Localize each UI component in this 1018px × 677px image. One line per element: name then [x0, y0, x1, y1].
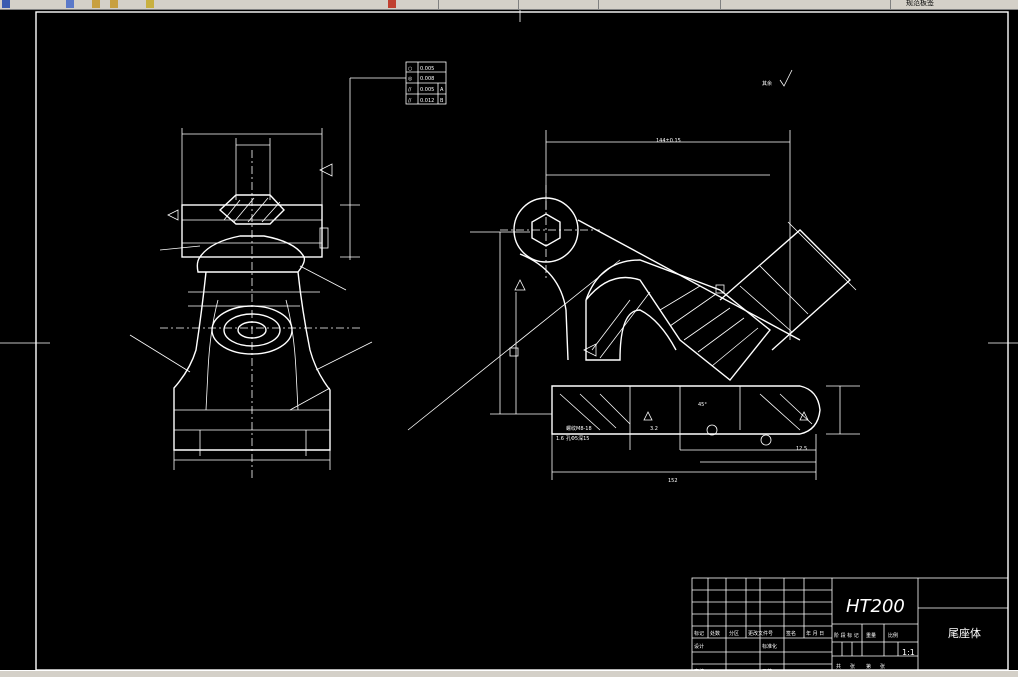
- surface-finish-symbol: [779, 69, 793, 87]
- hdr-change-doc: 更改文件号: [748, 630, 773, 637]
- layer-icon[interactable]: [388, 0, 396, 8]
- gdt-sym-3: //: [408, 98, 412, 104]
- hdr-zone: 分区: [729, 630, 739, 637]
- zoom-icon[interactable]: [146, 0, 154, 8]
- hdr-mark: 标记: [694, 630, 704, 637]
- sheet-unit-1: 张: [850, 663, 855, 670]
- toolbar-tab-label[interactable]: 规范板签: [906, 0, 934, 7]
- stage-weight: 重量: [866, 632, 876, 639]
- gdt-sym-1: ◎: [408, 76, 413, 82]
- gdt-val-0: 0.005: [420, 66, 434, 72]
- hdr-count: 处数: [710, 630, 720, 637]
- hole-note-2: 孔Φ5深15: [566, 435, 589, 442]
- stage-scale: 比例: [888, 632, 898, 639]
- angle-dim: 45°: [698, 402, 707, 408]
- save-icon[interactable]: [2, 0, 10, 8]
- drawing-border: [35, 11, 1009, 670]
- row-design: 设计: [694, 643, 704, 650]
- right-view: [407, 130, 860, 480]
- gdt-sym-0: ○: [408, 66, 412, 72]
- open-icon[interactable]: [66, 0, 74, 8]
- dim-top-length: 144±0.15: [656, 138, 681, 144]
- gdt-table: [405, 61, 447, 105]
- row-process: 工艺: [762, 669, 772, 670]
- surface-finish-note: 其余: [762, 80, 772, 87]
- stage-mark: 阶 段 标 记: [834, 632, 859, 639]
- gdt-val-1: 0.008: [420, 76, 434, 82]
- dim-bottom-length: 152: [668, 478, 678, 484]
- gdt-datum-2: A: [440, 87, 444, 93]
- gdt-val-3: 0.012: [420, 98, 434, 104]
- hole-note-1: 螺纹M8-18: [566, 425, 592, 432]
- hdr-sign: 签名: [786, 630, 796, 637]
- redo-icon[interactable]: [110, 0, 118, 8]
- ra-2: 12.5: [796, 446, 807, 452]
- title-material: HT200: [846, 596, 905, 617]
- status-bar: [0, 670, 1018, 677]
- hdr-date: 年 月 日: [806, 630, 824, 637]
- row-standard: 标准化: [762, 643, 777, 650]
- drawing-canvas[interactable]: ○ 0.005 ◎ 0.008 // 0.005 A // 0.012 B 其余: [0, 10, 1018, 670]
- row-review: 审核: [694, 668, 704, 670]
- cad-toolbar: 规范板签: [0, 0, 1018, 10]
- title-scale: 1:1: [902, 648, 915, 657]
- sheet-total: 共: [836, 663, 841, 670]
- undo-icon[interactable]: [92, 0, 100, 8]
- title-block: [691, 577, 1009, 670]
- gdt-sym-2: //: [408, 87, 412, 93]
- title-part-name: 尾座体: [948, 626, 981, 640]
- gdt-datum-3: B: [440, 98, 444, 104]
- cad-drawing: ○ 0.005 ◎ 0.008 // 0.005 A // 0.012 B 其余: [0, 10, 1018, 670]
- sheet-unit-2: 张: [880, 663, 885, 670]
- sheet-no: 第: [866, 663, 871, 670]
- ra-3: 3.2: [650, 426, 658, 432]
- gdt-val-2: 0.005: [420, 87, 434, 93]
- left-view: [129, 77, 406, 480]
- ra-1: 1.6: [556, 436, 564, 442]
